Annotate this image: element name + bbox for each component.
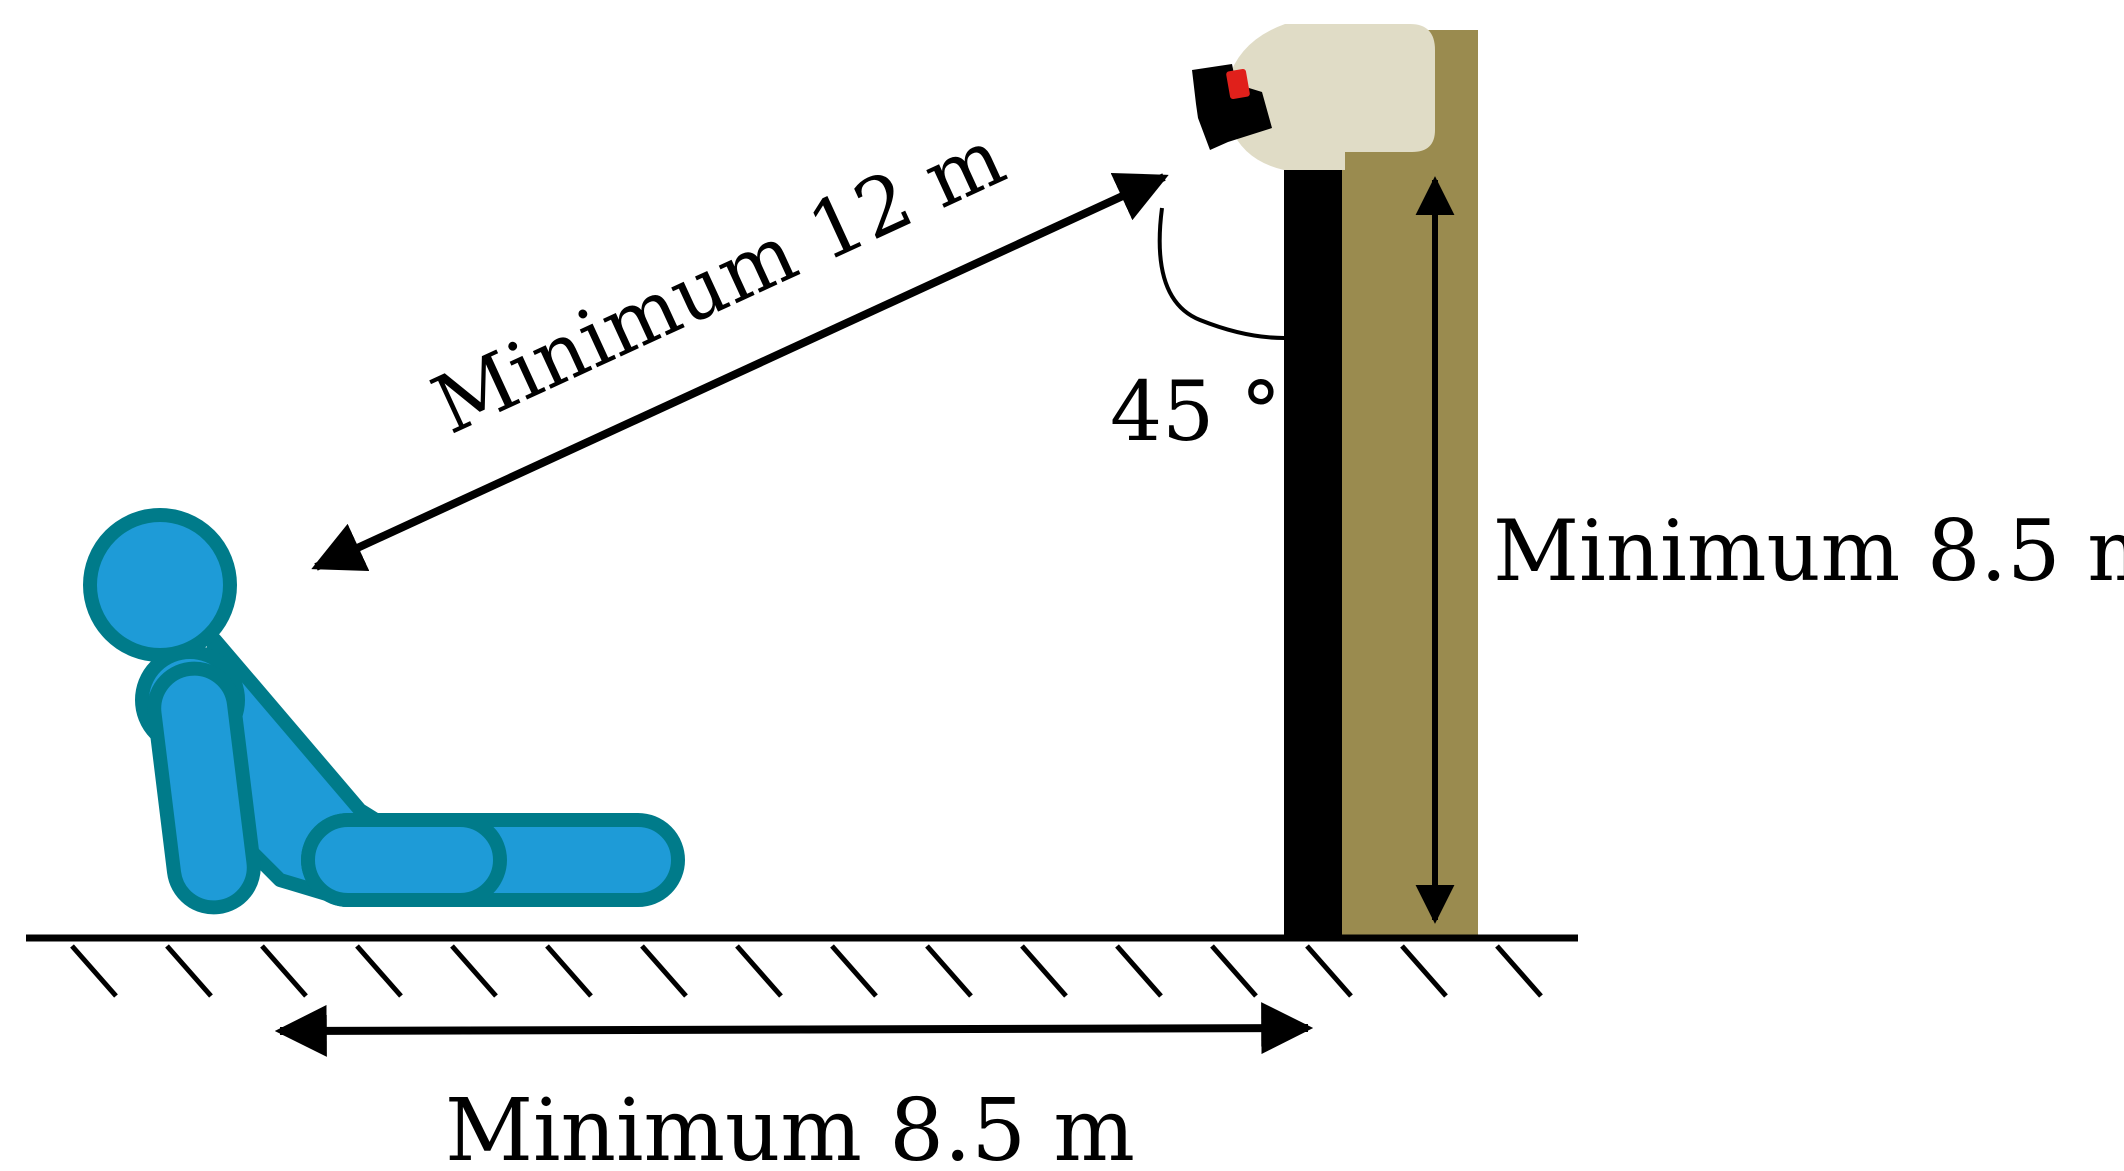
wall (1338, 30, 1478, 940)
camera-distance-arrow (311, 172, 1169, 572)
seated-person-icon (83, 508, 685, 915)
ground-hatching (70, 944, 1543, 998)
ground-distance-label: Minimum 8.5 m (445, 1081, 1135, 1171)
camera-angle-label: 45 ° (1110, 365, 1281, 460)
camera-pole (1284, 170, 1342, 940)
security-camera-icon (1192, 24, 1435, 170)
ground-distance-arrow (274, 1002, 1314, 1057)
mount-height-label: Minimum 8.5 m (1493, 502, 2124, 600)
angle-arc (1157, 207, 1285, 340)
